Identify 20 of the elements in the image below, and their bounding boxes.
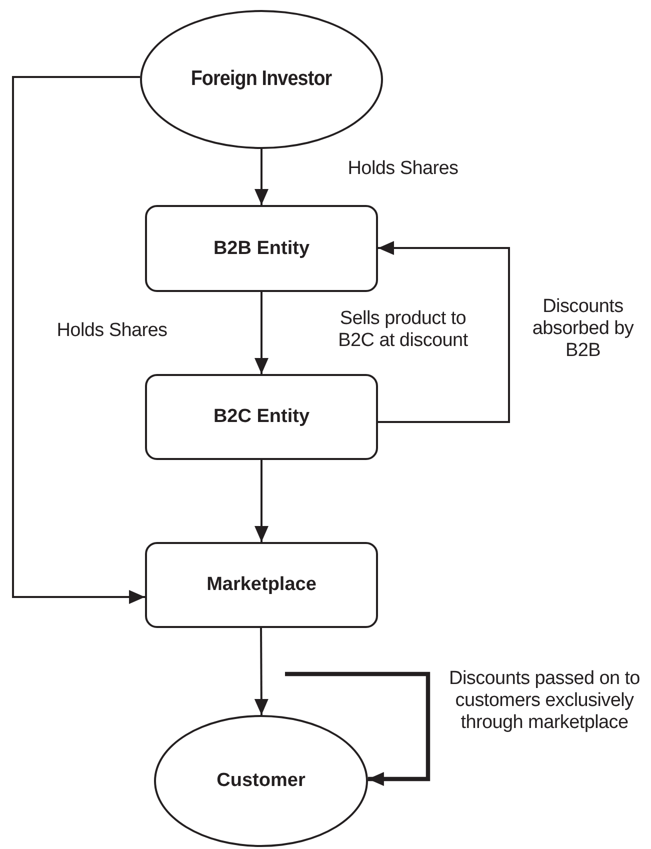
arrow <box>12 76 145 604</box>
node-label: B2C Entity <box>213 405 310 429</box>
arrow <box>254 292 268 374</box>
process-box <box>145 374 378 460</box>
edge-label: Sells product to B2C at discount <box>337 308 469 352</box>
edge-label: Discounts passed on to customers exclusively through marketplace <box>448 668 641 734</box>
process-box <box>145 205 378 292</box>
node-label: Foreign Investor <box>191 66 332 92</box>
edge-label: Holds Shares <box>346 158 460 180</box>
arrow <box>254 460 268 542</box>
arrow <box>378 241 510 423</box>
edge-label: Discounts absorbed by B2B <box>531 296 635 362</box>
arrow <box>254 149 268 205</box>
arrow <box>254 628 268 715</box>
edge-label: Holds Shares <box>56 320 168 342</box>
node-label: Marketplace <box>206 573 316 597</box>
arrow <box>285 672 430 786</box>
node-label: Customer <box>216 769 306 793</box>
process-box <box>145 542 378 628</box>
node-label: B2B Entity <box>213 236 310 260</box>
